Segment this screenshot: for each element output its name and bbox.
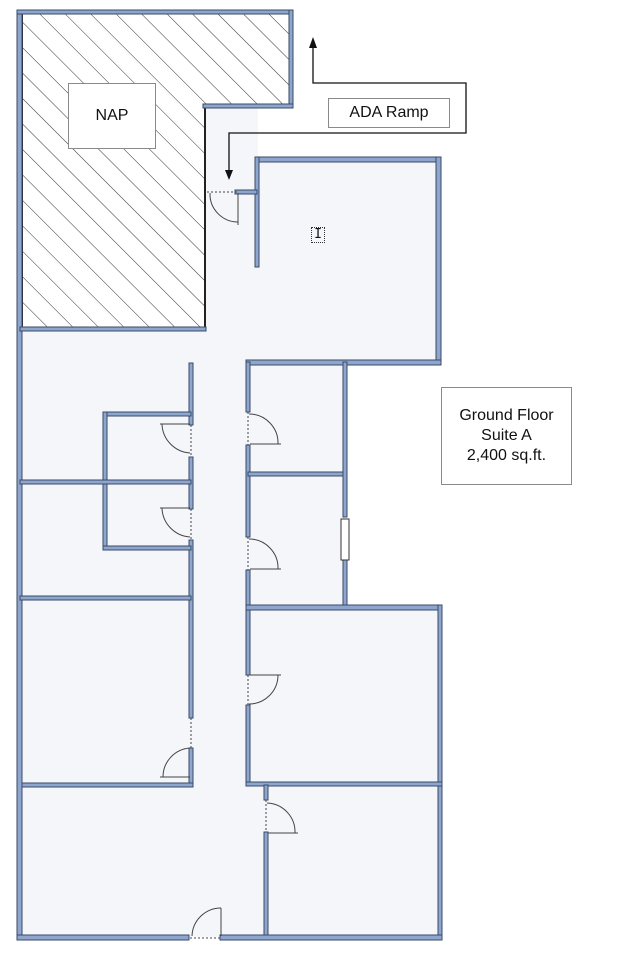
door-right-3 — [247, 674, 281, 705]
door-left-1 — [160, 423, 192, 457]
door-right-1 — [247, 412, 281, 445]
window — [340, 518, 350, 561]
suite-info-label: Ground Floor Suite A 2,400 sq.ft. — [441, 387, 572, 485]
door-left-3 — [160, 718, 192, 778]
door-right-4 — [265, 800, 298, 834]
doors — [160, 191, 298, 939]
walls — [16, 9, 443, 941]
ada-ramp-label: ADA Ramp — [328, 98, 450, 128]
door-left-2 — [160, 507, 192, 540]
suite-name: Suite A — [481, 427, 532, 444]
suite-floor: Ground Floor — [459, 407, 554, 424]
nap-label: NAP — [68, 83, 156, 149]
ada-ramp-arrow — [225, 37, 467, 180]
text-cursor-icon: I — [311, 227, 325, 243]
suite-area: 2,400 sq.ft. — [466, 447, 547, 464]
door-right-2 — [247, 537, 281, 570]
door-bottom — [190, 907, 222, 939]
door-entry — [207, 191, 239, 225]
